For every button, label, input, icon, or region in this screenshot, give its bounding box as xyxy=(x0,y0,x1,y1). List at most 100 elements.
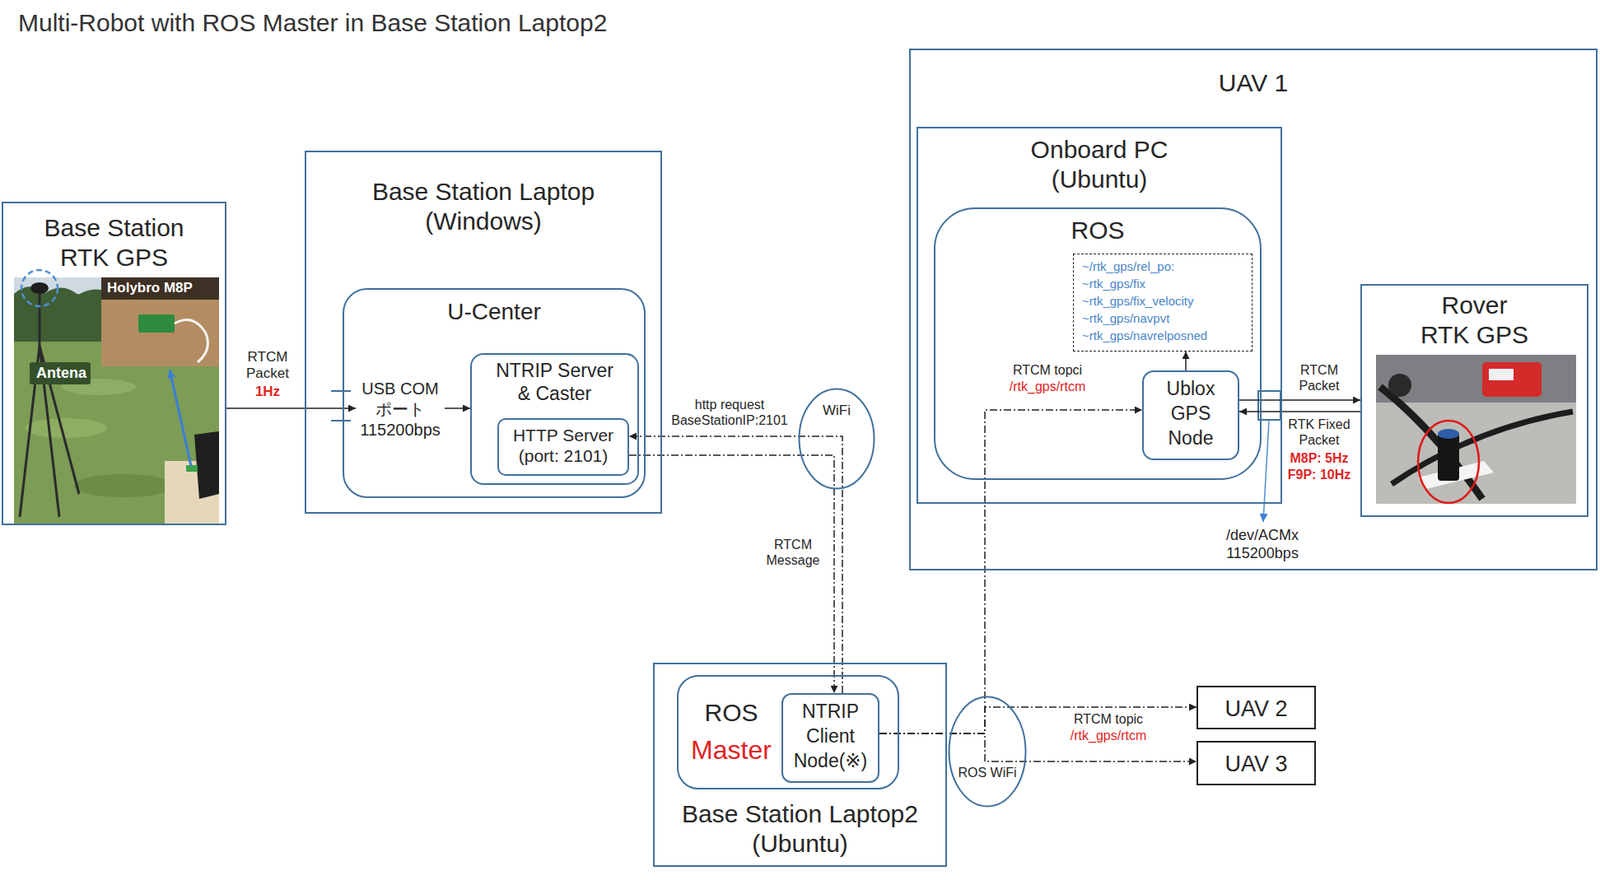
inset-photo xyxy=(101,277,220,367)
connector-line xyxy=(879,733,1197,762)
edge-label: RTCM topic xyxy=(1072,711,1145,728)
rover-antenna xyxy=(1437,433,1460,481)
antenna-highlight xyxy=(21,270,58,307)
photo-background xyxy=(1376,354,1577,403)
connector-line xyxy=(444,407,471,410)
node-text: NTRIP Server & Caster xyxy=(471,359,638,406)
grass-patch xyxy=(24,418,108,439)
node-text: Rover RTK GPS xyxy=(1362,290,1587,350)
usb-cable xyxy=(174,320,208,363)
diagram-title: Multi-Robot with ROS Master in Base Stat… xyxy=(18,8,607,38)
edge-label: RTK Fixed Packet xyxy=(1286,416,1352,448)
usb-port-label: USB COM ポート 115200bps xyxy=(355,378,445,444)
node-text: Onboard PC (Ubuntu) xyxy=(918,135,1281,195)
port-edge xyxy=(331,390,351,392)
label-patch xyxy=(29,362,91,385)
gps-module xyxy=(186,465,198,472)
connector-line xyxy=(1239,399,1361,402)
node-text: USB COM ポート 115200bps xyxy=(355,378,445,441)
usb-port xyxy=(331,391,351,421)
node-text: ~/rtk_gps/rel_po: xyxy=(1082,259,1247,275)
node-text: Base Station Laptop (Windows) xyxy=(306,177,661,237)
wifi-ellipse: ROS WiFi xyxy=(947,695,1027,808)
connector-line xyxy=(226,407,356,410)
rate-label: F9P: 10Hz xyxy=(1286,466,1353,483)
callout-arrow xyxy=(169,369,192,467)
node-text: ROS xyxy=(935,215,1260,246)
rover-antenna xyxy=(1437,429,1460,439)
station-box: Base Station RTK GPS xyxy=(1,201,227,526)
edge-label: RTCM Packet xyxy=(1297,362,1342,394)
rover-box: Rover RTK GPS xyxy=(1360,284,1589,518)
topic-name: /rtk_gps/rtcm xyxy=(1007,378,1087,395)
connector-line xyxy=(1239,410,1361,413)
drone-motor xyxy=(1388,373,1412,397)
edge-label: RTCM topci xyxy=(1011,362,1084,378)
wifi-ellipse: WiFi xyxy=(797,387,876,490)
node-text: U-Center xyxy=(344,298,644,327)
node-text: ROS WiFi xyxy=(947,765,1027,781)
laptop xyxy=(194,431,220,500)
node-text: ROS xyxy=(685,698,778,728)
node-text: Ublox GPS Node xyxy=(1143,377,1238,452)
node-text: ~rtk_gps/navpvt xyxy=(1082,311,1247,327)
gps-node-box: Ublox GPS Node xyxy=(1142,370,1240,461)
highlight-ellipse xyxy=(1418,420,1479,504)
grass-patch xyxy=(74,474,173,498)
node-text: Base Station Laptop2 (Ubuntu) xyxy=(654,799,946,859)
client-node-box: NTRIP Client Node(※) xyxy=(781,693,880,784)
rate-label: 1Hz xyxy=(253,383,282,401)
flight-controller xyxy=(1482,362,1542,397)
connector-line xyxy=(1184,351,1187,371)
app-box: U-CenterUSB COM ポート 115200bps NTRIP Serve… xyxy=(342,288,646,499)
http-server-box: HTTP Server (port: 2101) xyxy=(497,418,630,476)
port-edge xyxy=(331,419,351,422)
node-text: UAV 2 xyxy=(1198,695,1315,723)
label-patch xyxy=(101,277,220,300)
connector-line xyxy=(879,410,1143,734)
uav-box: UAV 1 Onboard PC (Ubuntu) ROS ~/rtk_gps/rel… xyxy=(909,48,1598,571)
ros-master-box: ROS MasterNTRIP Client Node(※) xyxy=(676,675,900,790)
server-box: NTRIP Server & CasterHTTP Server (port: … xyxy=(470,353,640,486)
edge-label: RTCM Message xyxy=(765,536,822,569)
ros-box: ROS~/rtk_gps/rel_po:~rtk_gps/fix~rtk_gps… xyxy=(933,207,1262,481)
grass-field xyxy=(13,277,220,524)
node-text: ~rtk_gps/fix xyxy=(1082,276,1247,292)
uav-box: UAV 2 xyxy=(1196,685,1316,730)
leader-line xyxy=(1263,420,1269,523)
ellipse-outline xyxy=(949,697,1027,807)
edge-label: RTCM Packet xyxy=(244,349,291,383)
rate-label: M8P: 5Hz xyxy=(1287,450,1350,467)
device-label: /dev/ACMx 115200bps xyxy=(1224,527,1301,563)
node-text: Master xyxy=(685,734,778,766)
node-text: Base Station RTK GPS xyxy=(3,213,225,273)
node-text: HTTP Server (port: 2101) xyxy=(499,424,628,467)
node-text: UAV 3 xyxy=(1198,751,1315,778)
laptop-box: Base Station Laptop (Windows) U-CenterUSB… xyxy=(304,150,663,514)
uav-box: UAV 3 xyxy=(1196,741,1316,786)
serial-port-box xyxy=(1258,391,1281,420)
antenna-mast xyxy=(38,289,42,346)
photo-ground xyxy=(1376,354,1577,504)
node-text: UAV 1 xyxy=(910,68,1596,98)
laptop2-box: Base Station Laptop2 (Ubuntu) ROS MasterNT… xyxy=(653,662,947,868)
node-text: NTRIP Client Node(※) xyxy=(783,699,878,775)
topic-name: /rtk_gps/rtcm xyxy=(1068,727,1148,744)
node-text: ~rtk_gps/navrelposned xyxy=(1082,328,1247,344)
ellipse-outline xyxy=(947,695,1027,808)
connector-line xyxy=(629,455,835,694)
connector-line xyxy=(879,707,1197,734)
node-text: ~rtk_gps/fix_velocity xyxy=(1082,293,1247,309)
base-station-photo xyxy=(13,270,220,524)
part-name: Antena xyxy=(34,364,89,383)
topic-list-box: ~/rtk_gps/rel_po:~rtk_gps/fix~rtk_gps/fi… xyxy=(1072,253,1253,352)
onboard-pc-box: Onboard PC (Ubuntu)ROS~/rtk_gps/rel_po:~… xyxy=(916,126,1283,504)
rover-photo xyxy=(1376,354,1577,504)
gps-antenna xyxy=(30,282,49,294)
edge-label: http request BaseStationIP:2101 xyxy=(669,396,789,429)
node-text: WiFi xyxy=(797,402,876,420)
part-name: Holybro M8P xyxy=(105,279,195,297)
flight-controller xyxy=(1488,368,1514,381)
